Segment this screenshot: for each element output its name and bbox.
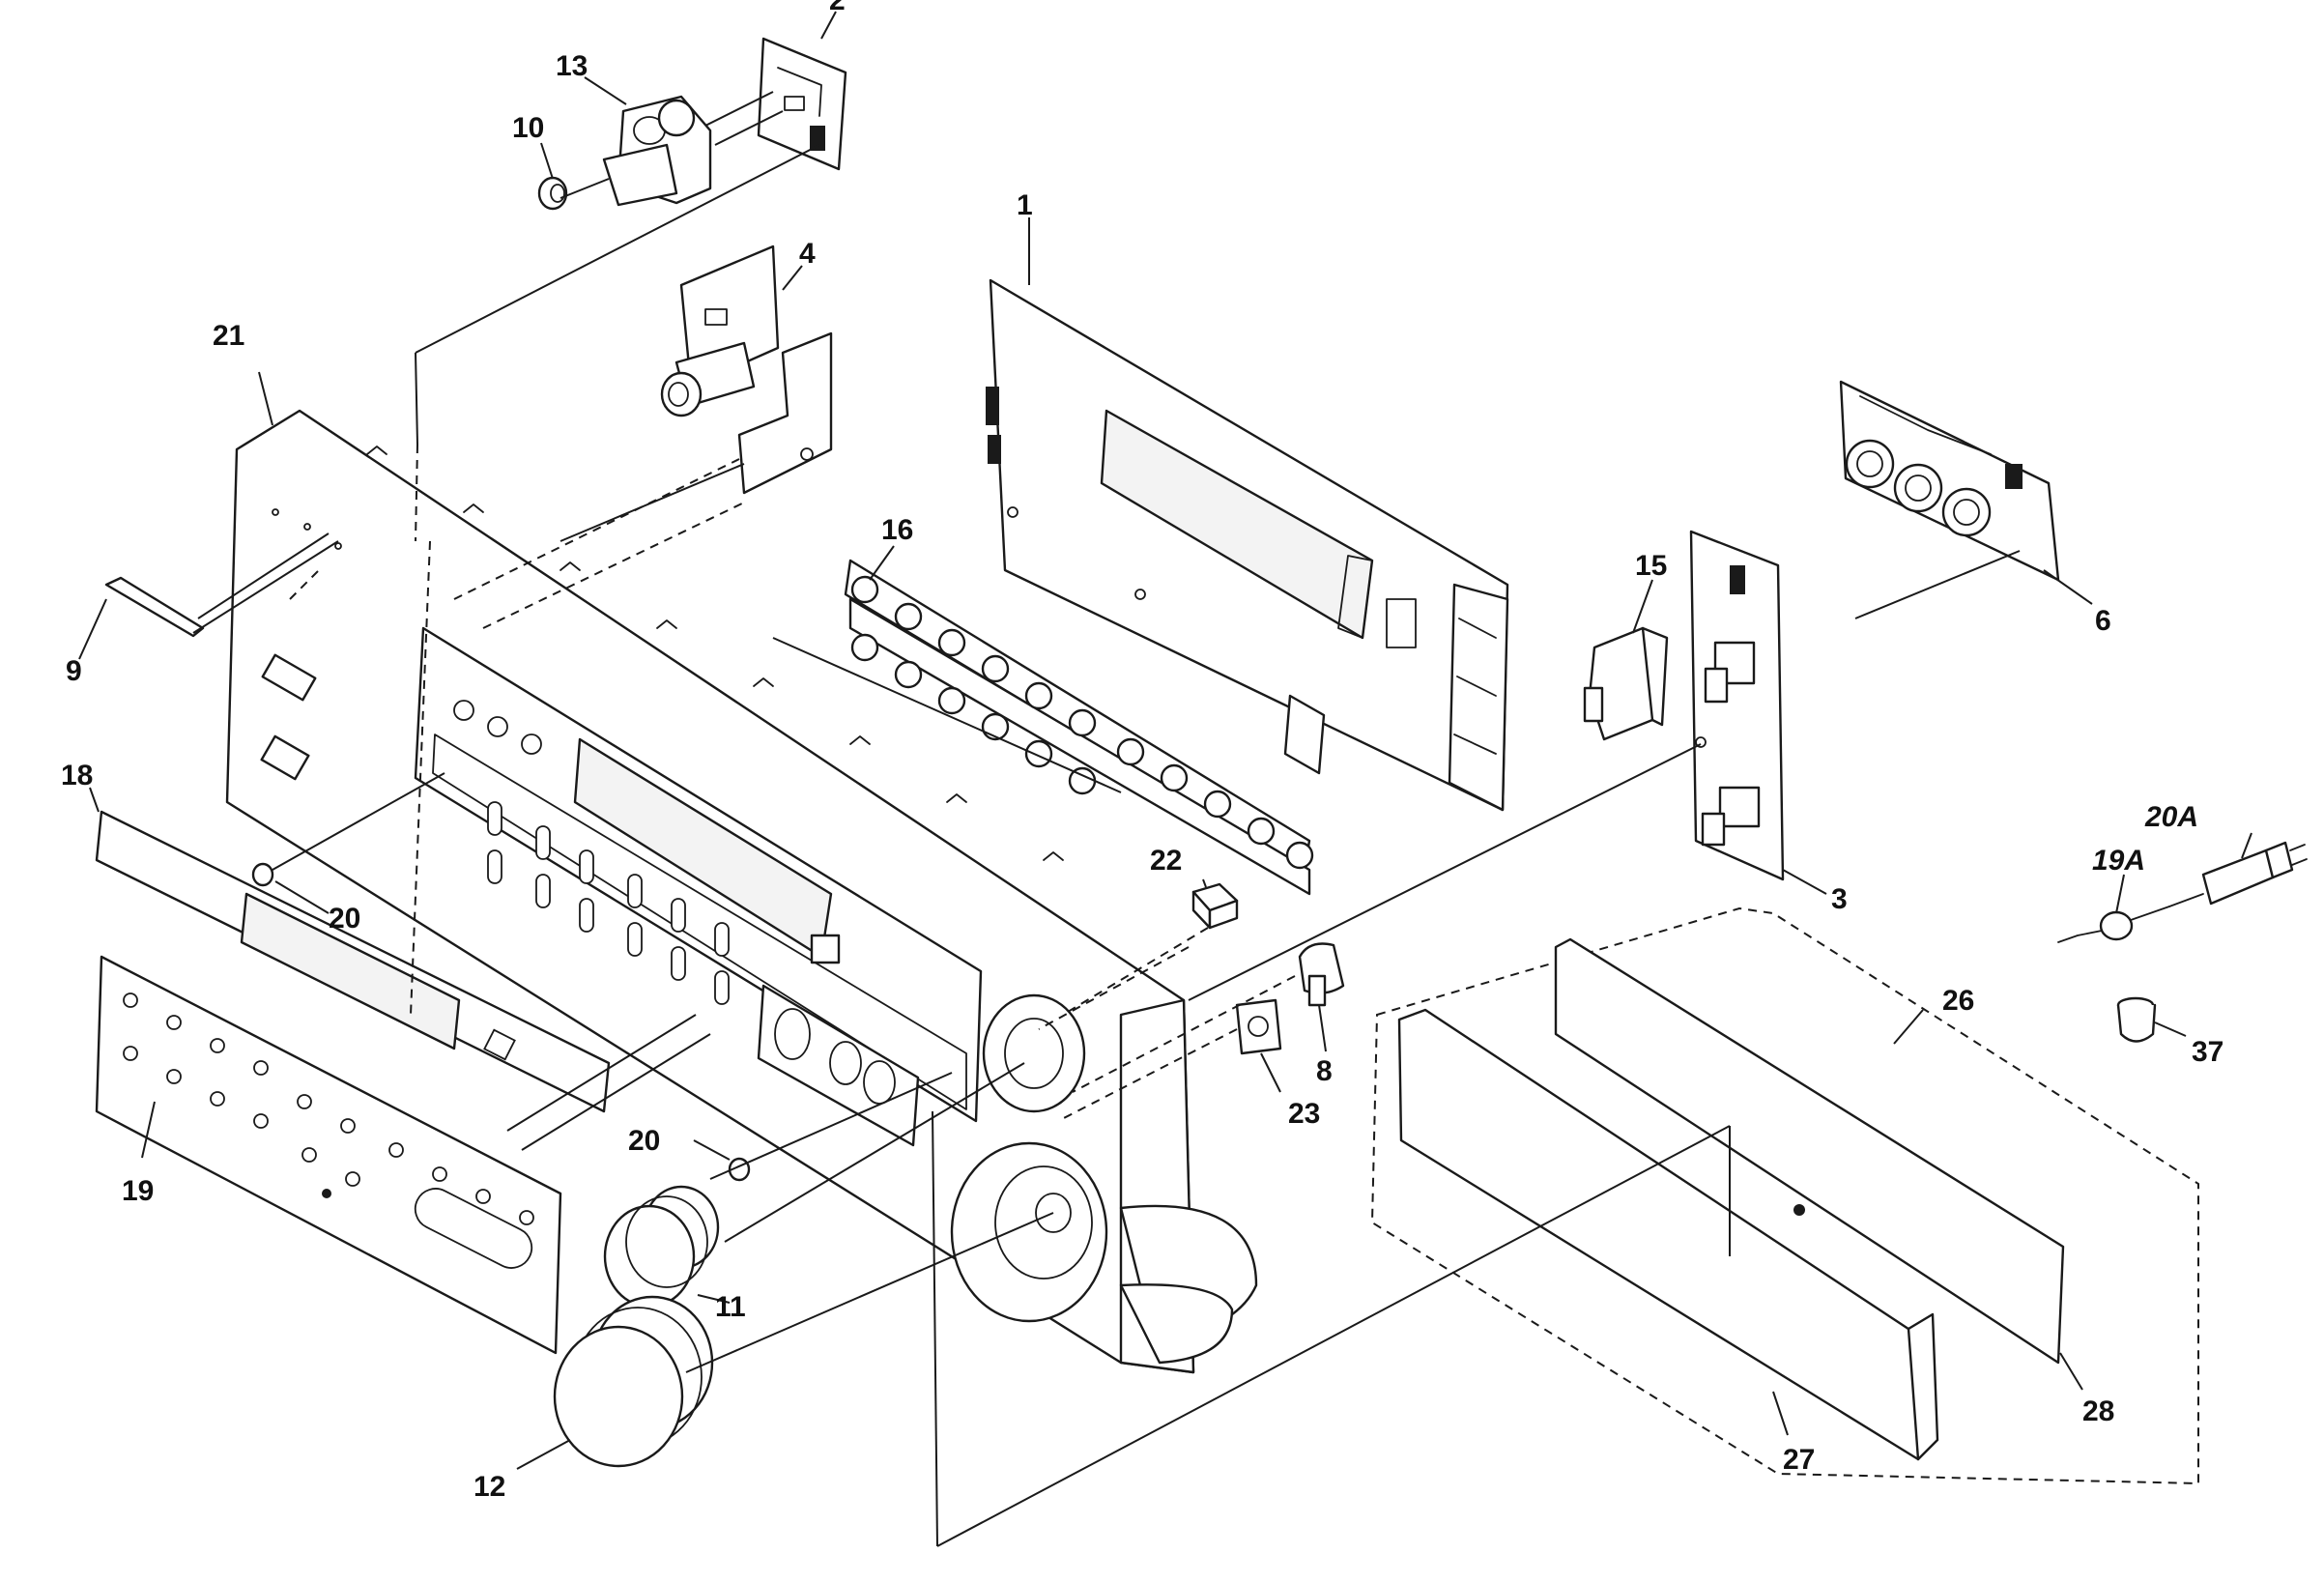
part-18-display-panel: [95, 810, 611, 1113]
callout-8: 8: [1316, 1055, 1333, 1087]
part-22-spacer: [1191, 882, 1239, 930]
part-4-headphone-pcb: [660, 244, 833, 495]
callout-27: 27: [1783, 1444, 1815, 1476]
callout-19a: 19A: [2092, 845, 2145, 877]
callout-18: 18: [61, 760, 93, 791]
part-27-front-door: [1397, 1008, 1939, 1461]
callout-leaders: [78, 11, 2252, 1470]
callout-16: 16: [881, 514, 913, 546]
part-37-foot: [2116, 996, 2157, 1043]
callout-20-lower: 20: [628, 1125, 660, 1157]
button-row: [850, 575, 1314, 870]
callout-10: 10: [512, 112, 544, 144]
part-12-volume-knob: [553, 1295, 714, 1468]
part-21-front-chassis: [225, 409, 1258, 1374]
callout-26: 26: [1942, 985, 1974, 1017]
chassis-button-holes: [487, 801, 730, 1005]
guide-lines: [192, 91, 2021, 1547]
callout-13: 13: [556, 50, 588, 82]
part-20a-power-plug: [2168, 841, 2308, 907]
part-19-front-escutcheon: [95, 955, 562, 1355]
callout-22: 22: [1150, 845, 1182, 877]
callout-28: 28: [2082, 1395, 2114, 1427]
part-8-bracket: [1298, 942, 1345, 1007]
callout-9: 9: [66, 655, 82, 687]
part-16-button-strip: [844, 559, 1314, 896]
callout-20a: 20A: [2144, 801, 2198, 833]
part-26-door-assembly: [1370, 906, 2199, 1485]
callout-23: 23: [1288, 1098, 1320, 1130]
callout-1: 1: [1017, 189, 1033, 221]
callout-15: 15: [1635, 550, 1667, 582]
callout-37: 37: [2192, 1036, 2224, 1068]
part-3-volume-pcb: [1689, 530, 1785, 881]
callout-6: 6: [2095, 605, 2111, 637]
part-19a-cord-bushing: [2057, 906, 2170, 943]
part-2-small-pcb: [757, 37, 847, 171]
part-9-trim-strip: [104, 576, 205, 638]
callout-11: 11: [715, 1291, 746, 1323]
part-10-small-cap: [537, 176, 568, 211]
callout-labels: 1 2 3 4 6 8 9 10 11 12 13 15 16 18 19 19…: [61, 0, 2224, 1503]
part-1-display-pcb: [986, 278, 1509, 812]
callout-3: 3: [1831, 883, 1848, 915]
part-15-power-switch: [1583, 626, 1669, 741]
callout-20-upper: 20: [329, 903, 360, 935]
callout-4: 4: [799, 238, 816, 270]
callout-12: 12: [473, 1471, 505, 1503]
part-11-input-knob: [603, 1185, 720, 1309]
callout-21: 21: [213, 320, 244, 352]
callout-2: 2: [829, 0, 846, 16]
part-28-door-inner-panel: [1554, 937, 2065, 1365]
part-23-encoder: [1235, 998, 1282, 1055]
part-13-jack-block: [602, 95, 712, 207]
callout-19: 19: [122, 1175, 154, 1207]
escutcheon-holes: [123, 992, 534, 1225]
part-6-rear-jack-pcb: [1839, 380, 2060, 582]
